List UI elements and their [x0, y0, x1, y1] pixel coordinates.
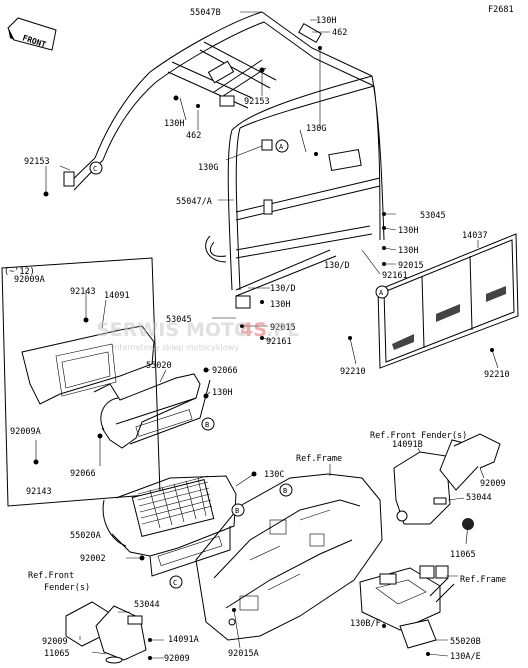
part-label: 130H: [270, 300, 290, 310]
part-label: 55047/A: [176, 197, 212, 207]
part-label: 53044: [466, 493, 492, 503]
part-label: 92210: [340, 367, 366, 377]
part-label: 130G: [198, 163, 218, 173]
part-label: 130H: [398, 246, 418, 256]
watermark-mid: MOTO: [186, 319, 250, 341]
part-label: 130A/E: [450, 652, 481, 662]
part-label: 14037: [462, 231, 488, 241]
inset-note: (~'12): [4, 267, 35, 277]
part-label: 130H: [316, 16, 336, 26]
svg-text:B: B: [205, 421, 209, 429]
callout-c-2: C: [169, 575, 183, 589]
part-label: 53045: [166, 315, 192, 325]
part-label: 130B/F: [350, 619, 381, 629]
part-labels: 55047B 130H 462 92153 130H 462 130G 130G…: [10, 8, 510, 664]
callout-a-1: A: [275, 139, 289, 153]
watermark-tld: .PL: [266, 319, 299, 341]
skid-plate-55020b: [359, 565, 458, 657]
part-label: 92153: [244, 97, 270, 107]
part-label: 462: [186, 131, 201, 141]
part-label: 92161: [266, 337, 292, 347]
part-label: 130H: [212, 388, 232, 398]
callout-b-1: B: [201, 417, 215, 431]
svg-text:A: A: [279, 143, 284, 151]
callout-a-2: A: [375, 285, 389, 299]
part-label: 92015: [270, 323, 296, 333]
part-label: 92009: [480, 479, 506, 489]
part-label: 53045: [420, 211, 446, 221]
part-label: 130/D: [270, 284, 296, 294]
svg-text:C: C: [173, 579, 177, 587]
diagram-code: F2681: [488, 5, 514, 15]
part-label: 53044: [134, 600, 160, 610]
part-label: 130G: [306, 124, 326, 134]
part-label: 92009A: [14, 275, 45, 285]
rear-net-panel-drawing: [348, 233, 519, 369]
ref-label: Ref.Front Fender(s): [370, 431, 467, 441]
svg-text:C: C: [93, 165, 97, 173]
part-label: 130H: [398, 226, 418, 236]
watermark: SERWIS MOTO 4S .PL Internetowy sklep mot…: [96, 319, 299, 352]
part-label: 92009A: [10, 427, 41, 437]
part-label: 92009: [42, 637, 68, 647]
roll-cage-drawing: [43, 11, 397, 341]
part-label: 92153: [24, 157, 50, 167]
part-label: 92015: [398, 261, 424, 271]
watermark-left: SERWIS: [96, 319, 179, 341]
svg-text:B: B: [283, 487, 287, 495]
part-label: 55047B: [190, 8, 221, 18]
fender-bracket-14091a: [65, 601, 164, 664]
part-label: 92066: [212, 366, 238, 376]
part-label: 55020B: [450, 637, 481, 647]
part-label: 92143: [26, 487, 52, 497]
ref-label: Ref.Frame: [296, 454, 342, 464]
part-label: 14091: [104, 291, 130, 301]
part-label: 92002: [80, 554, 106, 564]
ref-label: Fender(s): [44, 583, 90, 593]
callout-b-3: B: [231, 503, 245, 517]
svg-text:A: A: [379, 289, 384, 297]
part-label: 92143: [70, 287, 96, 297]
part-label: 92015A: [228, 649, 259, 659]
frame-drawing: [195, 464, 383, 649]
watermark-right: 4S: [240, 319, 267, 341]
front-guard-drawing: [102, 471, 257, 577]
callout-b-2: B: [279, 483, 293, 497]
inset-box: (~'12): [1, 257, 211, 507]
part-label: 130H: [164, 119, 184, 129]
part-label: 92066: [70, 469, 96, 479]
part-label: 92210: [484, 370, 510, 380]
svg-text:B: B: [235, 507, 239, 515]
ref-label: Ref.Front: [28, 571, 74, 581]
watermark-sub: Internetowy sklep motocyklowy: [112, 343, 239, 352]
part-label: 92009: [164, 654, 190, 664]
part-label: 92161: [382, 271, 408, 281]
part-label: 462: [332, 28, 347, 38]
part-label: 55020: [146, 361, 172, 371]
callout-c-1: C: [89, 161, 103, 175]
part-label: 14091A: [168, 635, 199, 645]
part-label: 130/D: [324, 261, 350, 271]
fender-bracket-14091b: [393, 433, 501, 545]
part-label: 14091B: [392, 440, 423, 450]
part-label: 11065: [450, 550, 476, 560]
front-direction-badge: FRONT: [7, 17, 57, 51]
part-label: 11065: [44, 649, 70, 659]
ref-label: Ref.Frame: [460, 575, 506, 585]
part-label: 130C: [264, 470, 284, 480]
part-label: 55020A: [70, 531, 101, 541]
